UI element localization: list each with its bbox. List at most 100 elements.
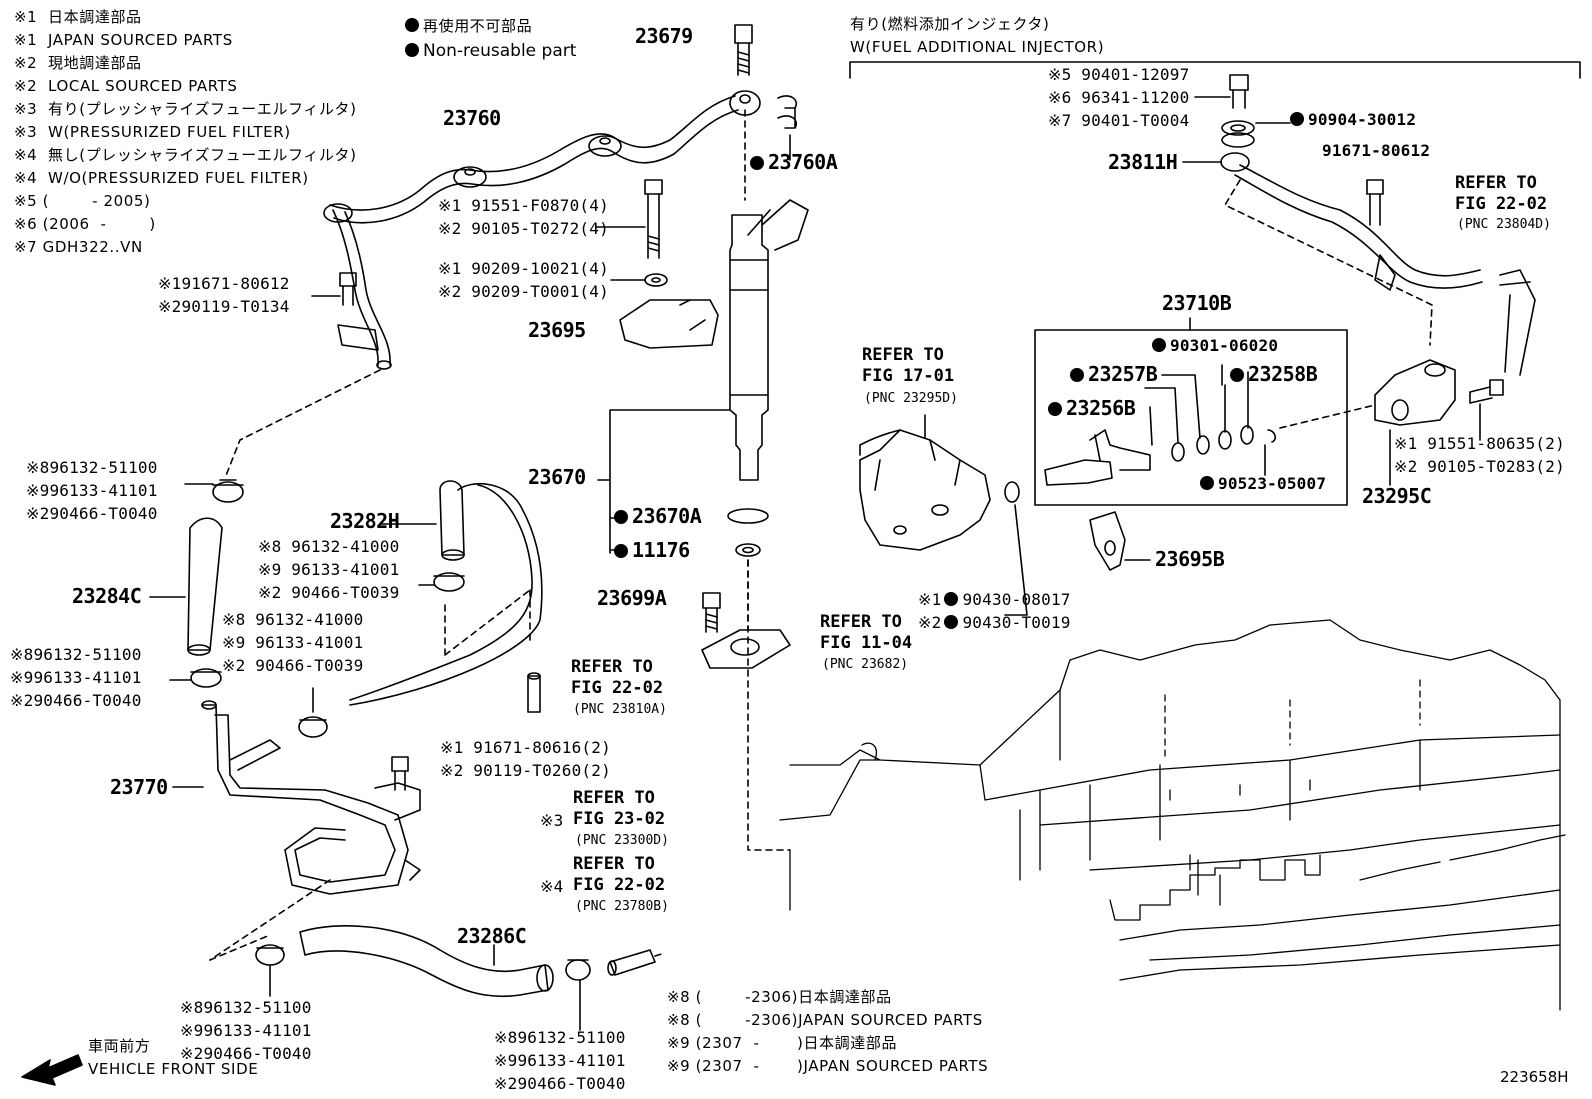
part-90119-T0260[interactable]: ※2 90119-T0260(2) (440, 761, 611, 780)
nonreusable-dot-icon (1200, 476, 1214, 490)
part-23258B[interactable]: 23258B (1230, 364, 1318, 384)
part-90523-05007[interactable]: 90523-05007 (1200, 476, 1326, 492)
part-23256B-label: 23256B (1066, 396, 1136, 420)
part-23257B[interactable]: 23257B (1070, 362, 1158, 386)
part-96132-41000-b[interactable]: ※8 96132-41000 (222, 610, 364, 629)
nonreusable-dot-icon (614, 544, 628, 558)
ref-23682-line1: REFER TO (820, 612, 902, 632)
part-11176[interactable]: 11176 (614, 540, 690, 560)
part-96133-41001-b[interactable]: ※9 96133-41001 (222, 633, 364, 652)
pipe-ref-23804D (1500, 270, 1535, 375)
part-90105-T0272[interactable]: ※2 90105-T0272(4) (438, 219, 609, 238)
part-90119-T0134[interactable]: ※290119-T0134 (158, 297, 290, 316)
part-90105-T0283[interactable]: ※2 90105-T0283(2) (1394, 457, 1565, 476)
part-91671-80612-left[interactable]: ※191671-80612 (158, 274, 290, 293)
part-23295C[interactable]: 23295C (1362, 484, 1432, 508)
ref-23682-line2[interactable]: FIG 11-04 (820, 633, 913, 653)
gasket-23256B (1172, 443, 1184, 461)
part-90904-30012[interactable]: 90904-30012 (1290, 112, 1416, 128)
part-23699A[interactable]: 23699A (597, 586, 667, 610)
ref-23295D-line1: REFER TO (862, 345, 944, 365)
part-96132-51100-c[interactable]: ※896132-51100 (180, 998, 312, 1017)
part-23811H[interactable]: 23811H (1108, 150, 1178, 174)
legend-line-11: ※7 GDH322..VN (14, 238, 143, 256)
part-90523-05007-label: 90523-05007 (1218, 474, 1327, 493)
part-23760[interactable]: 23760 (443, 106, 501, 130)
part-90466-T0039-b[interactable]: ※2 90466-T0039 (222, 656, 364, 675)
ring-23258B (1241, 426, 1253, 444)
ref-23295D-line2[interactable]: FIG 17-01 (862, 366, 955, 386)
hose-clip-top (213, 480, 243, 502)
part-90401-T0004[interactable]: ※7 90401-T0004 (1048, 111, 1190, 130)
ref-23300D-marker: ※3 (540, 811, 564, 830)
ref-23300D-line1: REFER TO (573, 788, 655, 808)
ref-23810A-line2[interactable]: FIG 22-02 (571, 678, 664, 698)
o-ring-23670A (728, 509, 768, 523)
part-23257B-label: 23257B (1088, 362, 1158, 386)
part-96132-51100-d[interactable]: ※896132-51100 (494, 1028, 626, 1047)
injector-23670 (730, 200, 808, 480)
nonreusable-dot-icon (944, 592, 959, 606)
part-90466-T0039-a[interactable]: ※2 90466-T0039 (258, 583, 400, 602)
part-96133-41101-a[interactable]: ※996133-41101 (26, 481, 158, 500)
clip-23760A (778, 96, 796, 160)
part-90430-T0019-label: 90430-T0019 (962, 613, 1071, 632)
part-91671-80612-right[interactable]: 91671-80612 (1322, 141, 1431, 160)
part-23710B[interactable]: 23710B (1162, 291, 1232, 315)
part-23282H[interactable]: 23282H (330, 509, 400, 533)
fuel-tube-23760 (324, 91, 760, 369)
part-23770[interactable]: 23770 (110, 775, 168, 799)
ref-23810A-line3: (PNC 23810A) (573, 702, 667, 717)
legend-line-9: ※5 ( - 2005) (14, 192, 151, 210)
footnote-1: ※8 ( -2306)日本調達部品 (667, 988, 892, 1006)
ref-23804D-line1: REFER TO (1455, 173, 1537, 193)
hose-23282H (350, 481, 542, 705)
kit-box-23710B (1035, 330, 1347, 505)
ref-23810A-line1: REFER TO (571, 657, 653, 677)
figure-id: 223658H (1500, 1068, 1569, 1086)
part-23286C[interactable]: 23286C (457, 924, 527, 948)
part-96133-41001-a[interactable]: ※9 96133-41001 (258, 560, 400, 579)
part-91551-F0870[interactable]: ※1 91551-F0870(4) (438, 196, 609, 215)
part-23670[interactable]: 23670 (528, 465, 586, 489)
part-96133-41101-b[interactable]: ※996133-41101 (10, 668, 142, 687)
ref-23300D-line3: (PNC 23300D) (575, 833, 669, 848)
part-96132-51100-b[interactable]: ※896132-51100 (10, 645, 142, 664)
legend-line-7: ※4 無し(プレッシャライズフューエルフィルタ) (14, 146, 357, 164)
part-90209-T0001[interactable]: ※2 90209-T0001(4) (438, 282, 609, 301)
part-90466-T0040-d[interactable]: ※290466-T0040 (494, 1074, 626, 1093)
part-90466-T0040-a[interactable]: ※290466-T0040 (26, 504, 158, 523)
legend-line-5: ※3 有り(プレッシャライズフューエルフィルタ) (14, 100, 357, 118)
part-23695B[interactable]: 23695B (1155, 547, 1225, 571)
ref-23780B-line2[interactable]: FIG 22-02 (573, 875, 666, 895)
legend-line-6: ※3 W(PRESSURIZED FUEL FILTER) (14, 123, 291, 141)
part-96132-51100-a[interactable]: ※896132-51100 (26, 458, 158, 477)
part-23284C[interactable]: 23284C (72, 584, 142, 608)
part-96133-41101-c[interactable]: ※996133-41101 (180, 1021, 312, 1040)
part-91551-80635[interactable]: ※1 91551-80635(2) (1394, 434, 1565, 453)
tube-ref-23810A (528, 673, 540, 712)
part-90401-12097[interactable]: ※5 90401-12097 (1048, 65, 1190, 84)
ref-23804D-line2[interactable]: FIG 22-02 (1455, 194, 1548, 214)
bolt-90401 (1230, 75, 1248, 108)
part-91671-80616[interactable]: ※1 91671-80616(2) (440, 738, 611, 757)
ref-23300D-line2[interactable]: FIG 23-02 (573, 809, 666, 829)
part-90301-06020[interactable]: 90301-06020 (1152, 338, 1278, 354)
part-90466-T0040-b[interactable]: ※290466-T0040 (10, 691, 142, 710)
hose-23286C (300, 926, 553, 997)
part-96133-41101-d[interactable]: ※996133-41101 (494, 1051, 626, 1070)
part-23679[interactable]: 23679 (635, 24, 693, 48)
part-23695[interactable]: 23695 (528, 318, 586, 342)
part-90466-T0040-c[interactable]: ※290466-T0040 (180, 1044, 312, 1063)
part-90209-10021[interactable]: ※1 90209-10021(4) (438, 259, 609, 278)
part-23256B[interactable]: 23256B (1048, 396, 1136, 420)
part-96132-41000-a[interactable]: ※8 96132-41000 (258, 537, 400, 556)
part-23670A[interactable]: 23670A (614, 506, 702, 526)
part-96341-11200[interactable]: ※6 96341-11200 (1048, 88, 1190, 107)
hose-clip-center (299, 688, 327, 737)
hose-clip-23282H (434, 573, 464, 591)
hose-clip-mid-left (191, 669, 221, 687)
part-23760A[interactable]: 23760A (750, 152, 838, 172)
